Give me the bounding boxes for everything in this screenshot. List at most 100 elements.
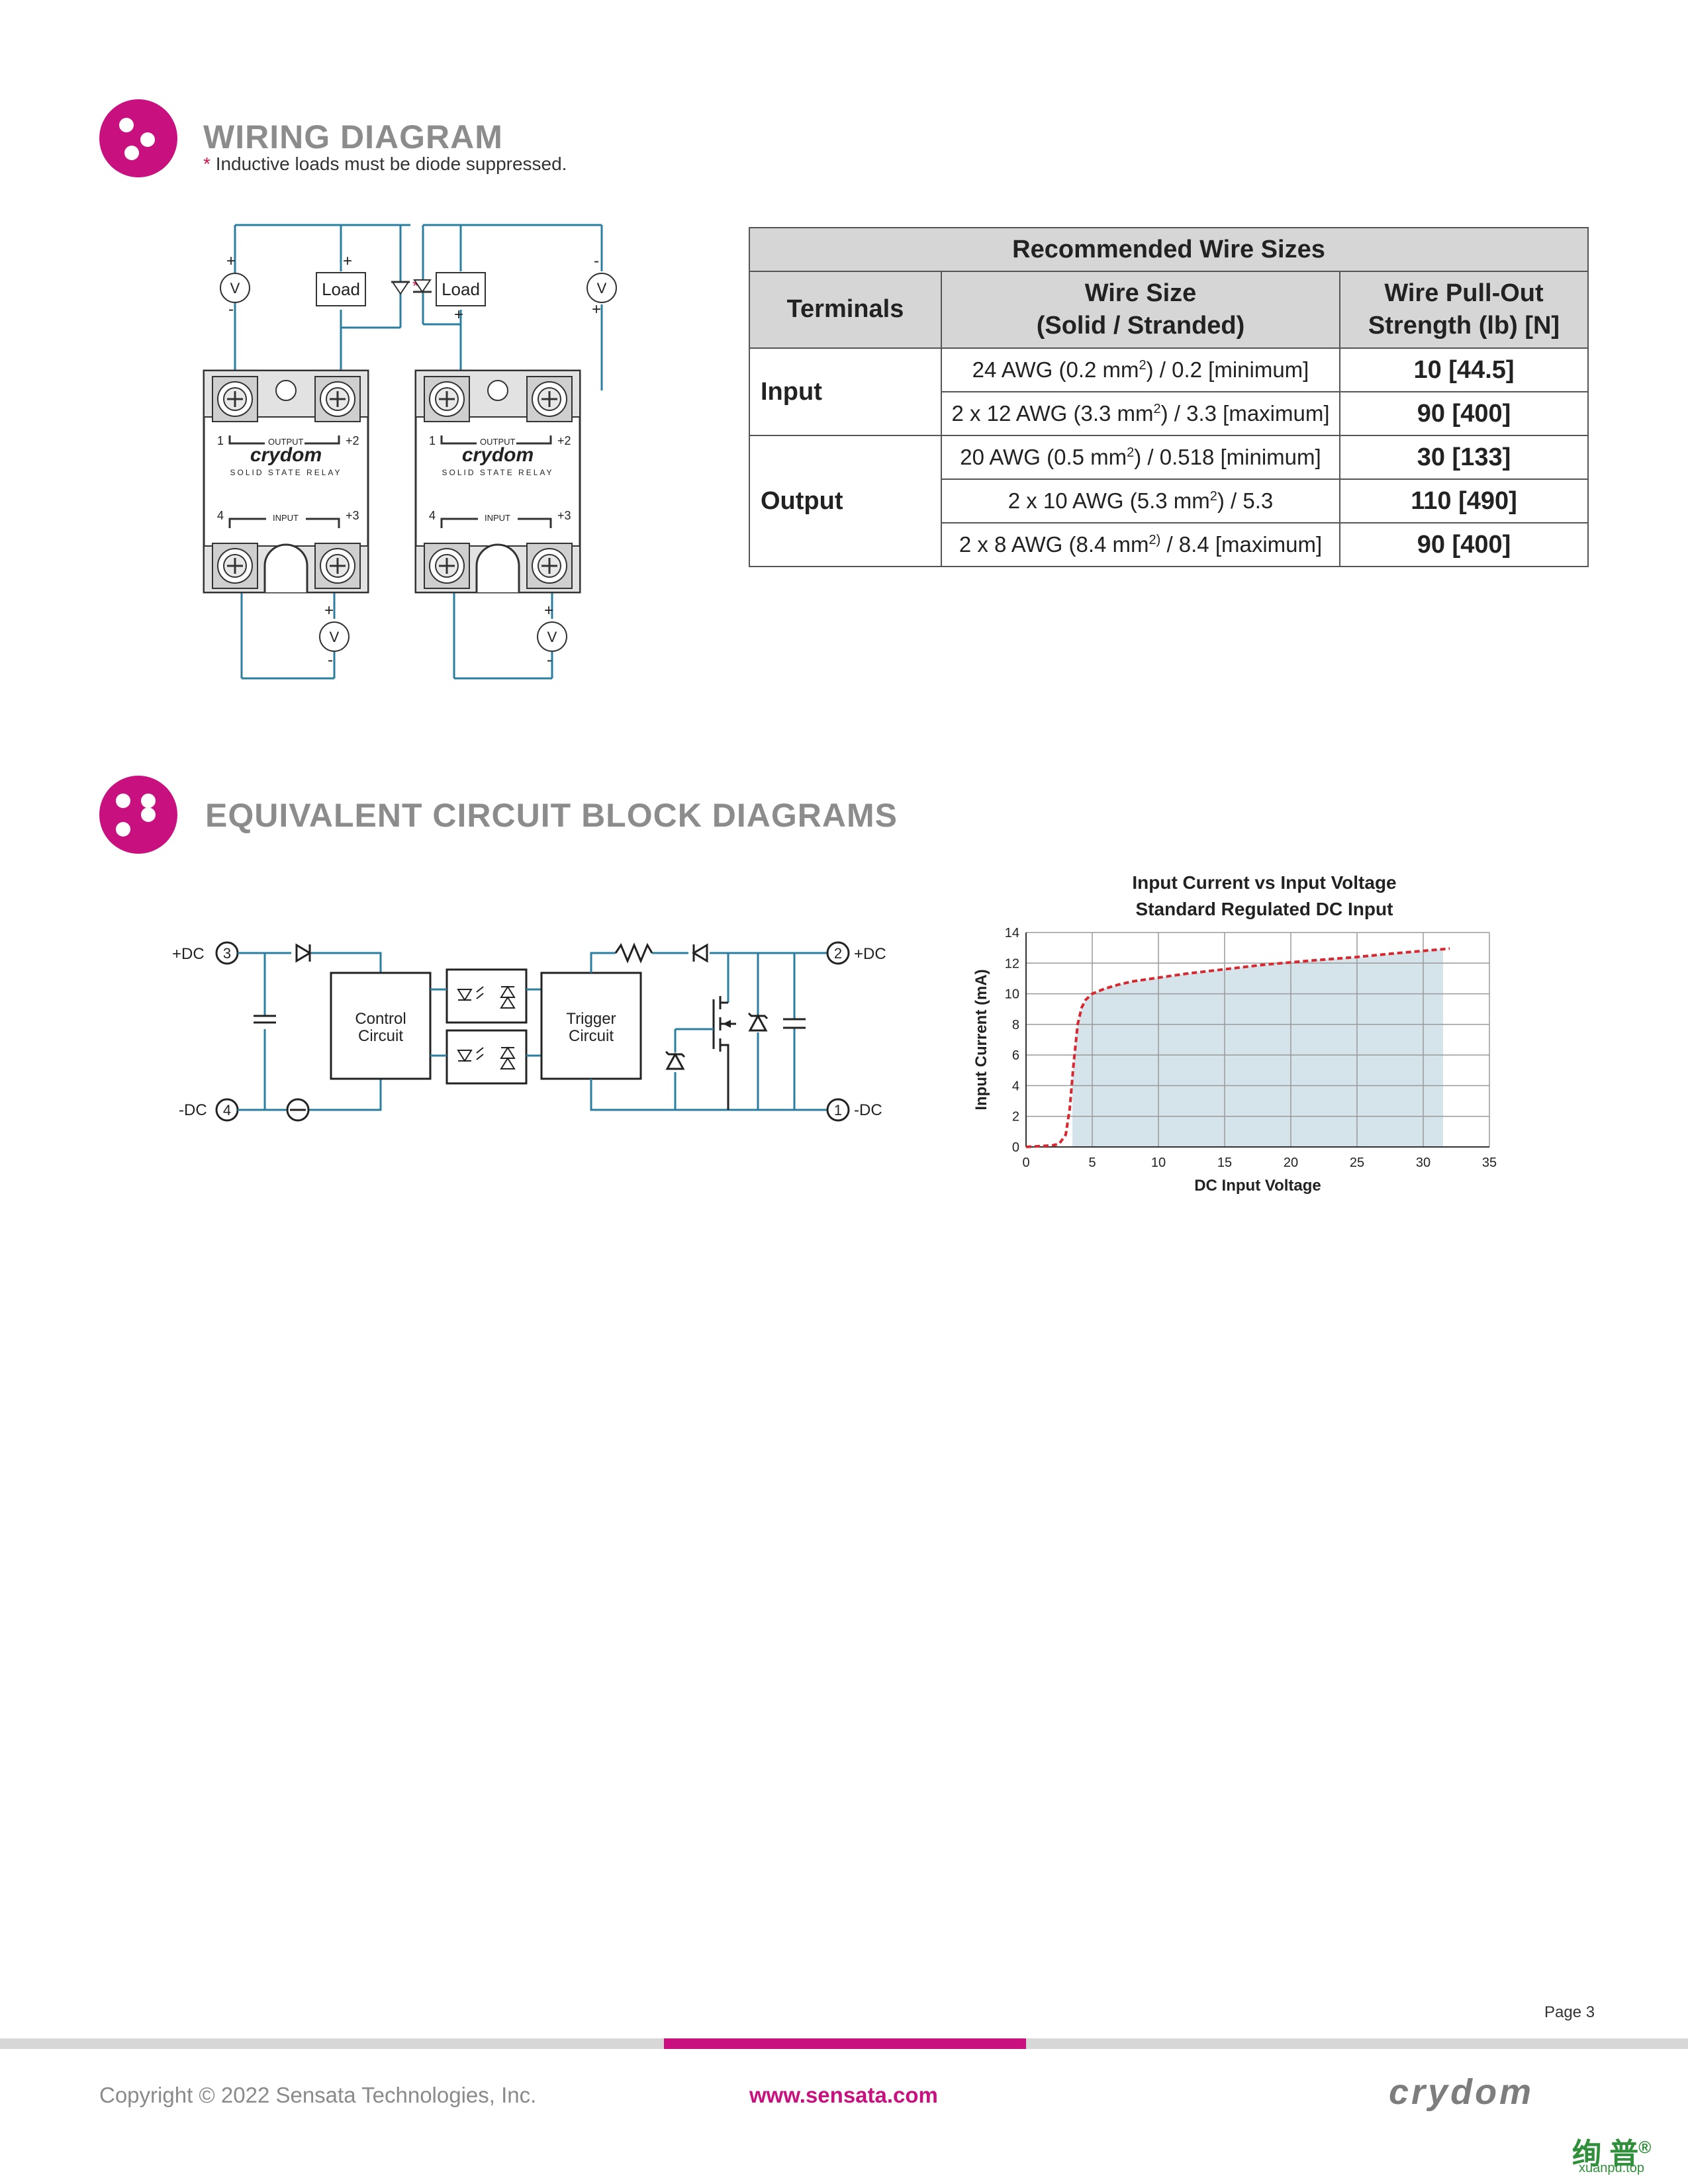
svg-text:SOLID STATE RELAY: SOLID STATE RELAY — [230, 468, 342, 477]
svg-text:V: V — [547, 629, 557, 645]
svg-text:Load: Load — [442, 279, 480, 299]
svg-text:Circuit: Circuit — [569, 1027, 614, 1045]
note-star: * — [203, 154, 211, 174]
x-tick-label: 30 — [1416, 1156, 1430, 1170]
load-label: Load — [322, 279, 360, 299]
website-link[interactable]: www.sensata.com — [749, 2083, 938, 2107]
meter-label: V — [230, 280, 240, 296]
svg-text:+: + — [454, 306, 463, 324]
watermark: 绚 普® — [1572, 2137, 1652, 2170]
x-tick-label: 10 — [1151, 1156, 1166, 1170]
wire-size-cell: 20 AWG (0.5 mm2) / 0.518 [minimum] — [941, 435, 1340, 480]
strength-cell: 10 [44.5] — [1339, 347, 1589, 392]
svg-text:+: + — [343, 252, 352, 270]
x-tick-label: 5 — [1088, 1156, 1096, 1170]
note-text: Inductive loads must be diode suppressed… — [215, 154, 567, 174]
y-tick-label: 12 — [1005, 956, 1019, 971]
svg-text:crydom: crydom — [462, 444, 534, 466]
svg-text:-: - — [547, 651, 552, 669]
svg-text:SOLID STATE RELAY: SOLID STATE RELAY — [442, 468, 553, 477]
strength-cell: 110 [490] — [1339, 478, 1589, 523]
svg-text:INPUT: INPUT — [485, 513, 510, 523]
label-minus-dc-left: -DC — [179, 1101, 207, 1119]
diode-icon — [391, 281, 410, 295]
y-tick-label: 10 — [1005, 987, 1019, 1002]
footer-brand-logo: crydom — [1389, 2072, 1534, 2112]
wire-size-cell: 2 x 12 AWG (3.3 mm2) / 3.3 [maximum] — [941, 391, 1340, 436]
svg-text:+3: +3 — [557, 509, 571, 522]
strength-cell: 90 [400] — [1339, 522, 1589, 567]
wire-size-cell: 2 x 10 AWG (5.3 mm2) / 5.3 — [941, 478, 1340, 523]
svg-text:Circuit: Circuit — [358, 1027, 403, 1045]
trigger-circuit-label: Trigger — [566, 1010, 616, 1028]
x-tick-label: 20 — [1284, 1156, 1298, 1170]
y-tick-label: 6 — [1012, 1048, 1019, 1063]
svg-text:OUTPUT: OUTPUT — [480, 437, 516, 447]
svg-text:V: V — [330, 629, 340, 645]
relay-brand: crydom — [250, 444, 322, 466]
y-tick-label: 8 — [1012, 1018, 1019, 1032]
svg-text:4: 4 — [223, 1102, 231, 1118]
svg-text:+: + — [592, 300, 601, 318]
table-row: 2 x 8 AWG (8.4 mm2) / 8.4 [maximum] 90 [… — [749, 522, 1589, 567]
diode-icon — [413, 279, 432, 293]
svg-text:+: + — [226, 252, 236, 270]
section-icon-wiring — [99, 99, 177, 177]
table-caption: Recommended Wire Sizes — [749, 227, 1589, 272]
svg-text:-: - — [594, 252, 599, 270]
wiring-diagram: .w { stroke:#2a7fa0; stroke-width:3; fil… — [203, 224, 617, 680]
svg-text:+: + — [324, 602, 334, 619]
svg-text:+2: +2 — [346, 434, 359, 447]
y-axis-label: Input Current (mA) — [972, 969, 990, 1110]
wire-size-cell: 2 x 8 AWG (8.4 mm2) / 8.4 [maximum] — [941, 522, 1340, 567]
svg-text:-: - — [328, 651, 333, 669]
strength-cell: 30 [133] — [1339, 435, 1589, 480]
chart-subtitle: Standard Regulated DC Input — [1135, 899, 1393, 919]
svg-text:V: V — [597, 280, 607, 296]
relay-right: * Load + V - + 1 +2 OUTPUT crydom SOLID … — [413, 224, 617, 680]
table-row: Input 24 AWG (0.2 mm2) / 0.2 [minimum] 1… — [749, 347, 1589, 436]
series-line — [1025, 947, 1450, 1148]
copyright: Copyright © 2022 Sensata Technologies, I… — [99, 2083, 537, 2107]
strength-cell: 90 [400] — [1339, 391, 1589, 436]
footer-accent-bar — [664, 2038, 1026, 2049]
y-tick-label: 2 — [1012, 1110, 1019, 1124]
section-icon-circuit — [99, 776, 177, 854]
col-terminals: Terminals — [749, 271, 942, 349]
table-row: Output 20 AWG (0.5 mm2) / 0.518 [minimum… — [749, 435, 1589, 567]
col-wire-size: Wire Size(Solid / Stranded) — [941, 271, 1340, 349]
x-tick-label: 0 — [1022, 1156, 1029, 1170]
svg-text:1: 1 — [217, 434, 224, 447]
group-output: Output — [749, 435, 942, 567]
relay-left: V + - Load + * 1 +2 OUTPUT crydom SOLID … — [203, 224, 418, 680]
x-tick-label: 35 — [1482, 1156, 1497, 1170]
svg-text:1: 1 — [429, 434, 436, 447]
circuit-title: EQUIVALENT CIRCUIT BLOCK DIAGRAMS — [205, 797, 898, 834]
chart-title: Input Current vs Input Voltage — [1132, 872, 1397, 893]
wire-size-cell: 24 AWG (0.2 mm2) / 0.2 [minimum] — [941, 347, 1340, 392]
svg-text:+3: +3 — [346, 509, 359, 522]
wiring-note: * Inductive loads must be diode suppress… — [203, 154, 567, 175]
x-axis-label: DC Input Voltage — [1194, 1177, 1321, 1195]
svg-text:INPUT: INPUT — [273, 513, 299, 523]
label-plus-dc-right: +DC — [854, 945, 886, 963]
svg-text:4: 4 — [217, 509, 224, 522]
page-number: Page 3 — [1544, 2003, 1595, 2021]
y-tick-label: 14 — [1005, 926, 1019, 940]
svg-text:*: * — [412, 277, 418, 295]
svg-text:3: 3 — [223, 945, 231, 962]
svg-text:-: - — [228, 300, 234, 318]
equivalent-circuit-diagram: .c { stroke:#222; stroke-width:3; fill:n… — [172, 941, 886, 1122]
svg-text:OUTPUT: OUTPUT — [268, 437, 304, 447]
chart-fill-area — [1072, 949, 1443, 1147]
watermark-url: xuanpu.top — [1579, 2161, 1644, 2175]
y-tick-label: 0 — [1012, 1140, 1019, 1155]
svg-text:+2: +2 — [557, 434, 571, 447]
svg-text:+: + — [544, 602, 553, 619]
svg-text:2: 2 — [834, 945, 842, 962]
x-tick-label: 15 — [1217, 1156, 1232, 1170]
y-tick-label: 4 — [1012, 1079, 1019, 1093]
group-input: Input — [749, 347, 942, 436]
